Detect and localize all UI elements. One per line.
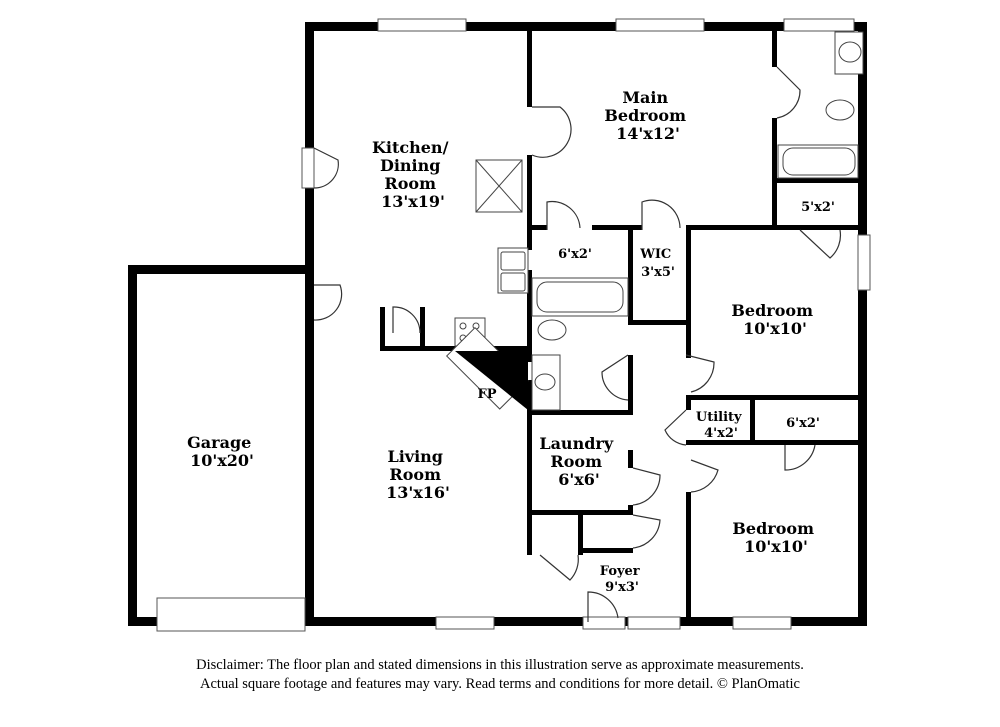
- fireplace-wedge: [455, 351, 528, 410]
- main-bedroom-label: Main Bedroom 14'x12': [604, 88, 691, 143]
- bedroom-2-label: Bedroom 10'x10': [732, 519, 819, 556]
- fireplace-label: FP: [477, 387, 496, 402]
- door-swings: [313, 66, 842, 622]
- closet-6x2-right-label: 6'x2': [786, 416, 820, 431]
- foyer-label: Foyer 9'x3': [600, 564, 644, 595]
- laundry-room-label: Laundry Room 6'x6': [539, 434, 618, 489]
- kitchen-label: Kitchen/ Dining Room 13'x19': [372, 138, 454, 211]
- closet-5x2-label: 5'x2': [801, 200, 835, 215]
- living-room-label: Living Room 13'x16': [386, 447, 450, 502]
- floor-plan: Kitchen/ Dining Room 13'x19' Main Bedroo…: [128, 18, 871, 632]
- utility-label: Utility 4'x2': [696, 410, 746, 441]
- windows: [156, 18, 871, 632]
- garage-label: Garage 10'x20': [187, 433, 257, 470]
- bedroom-1-label: Bedroom 10'x10': [731, 301, 818, 338]
- interior-walls: [380, 22, 867, 622]
- wic-label: WIC 3'x5': [639, 247, 676, 280]
- disclaimer-line-2: Actual square footage and features may v…: [200, 676, 800, 692]
- closet-6x2-top-label: 6'x2': [558, 247, 592, 262]
- disclaimer-line-1: Disclaimer: The floor plan and stated di…: [196, 657, 804, 673]
